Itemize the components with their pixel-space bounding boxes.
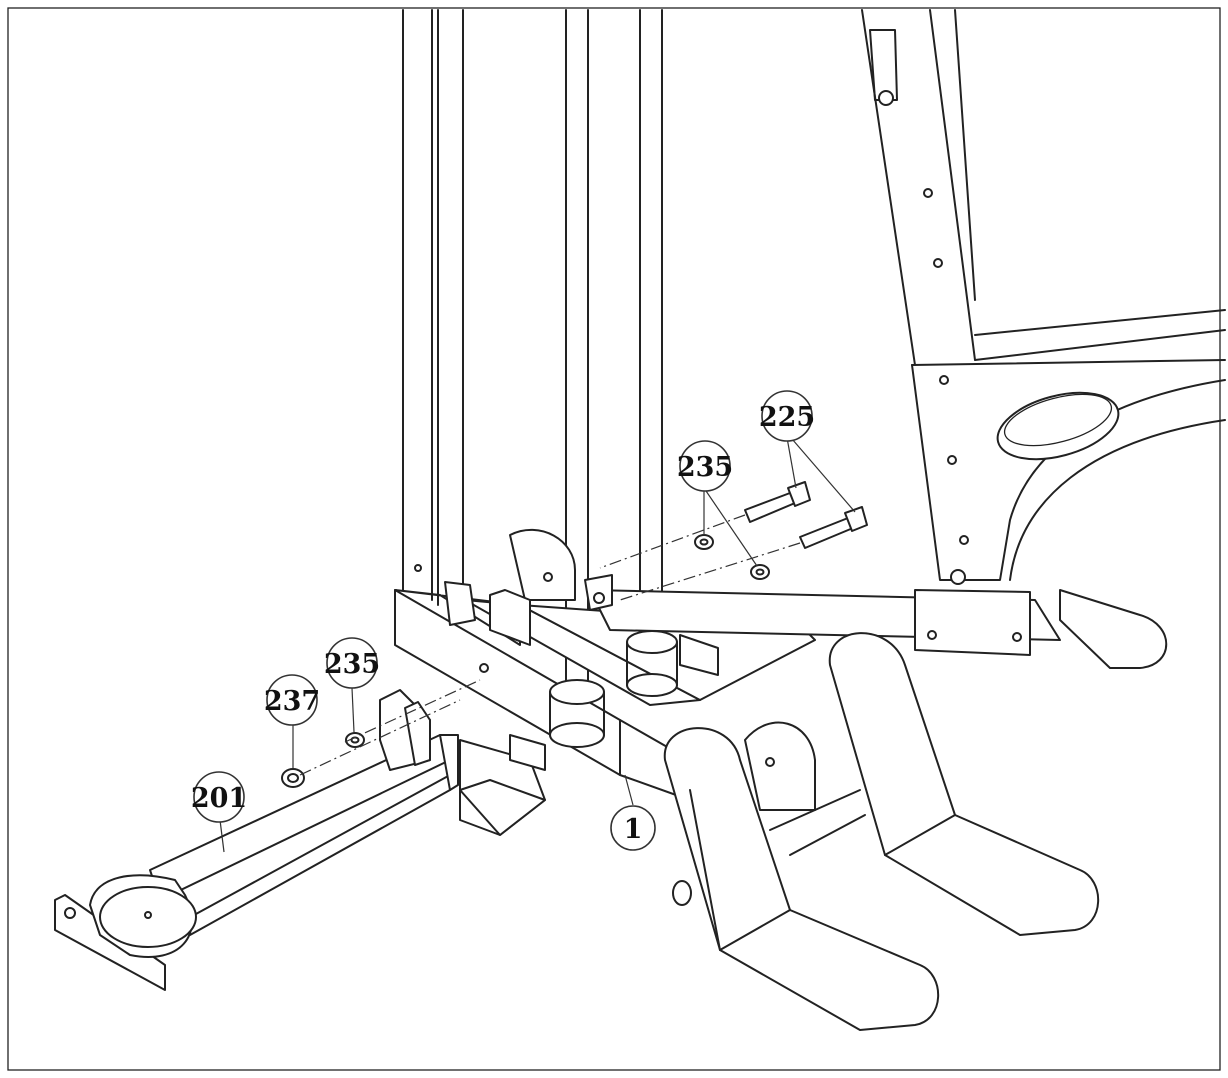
leader-lines — [219, 431, 856, 853]
svg-text:225: 225 — [759, 402, 815, 433]
vertical-columns — [402, 9, 663, 691]
callout-235-upper: 235 — [677, 440, 733, 492]
svg-text:201: 201 — [191, 783, 247, 814]
svg-text:1: 1 — [624, 814, 643, 845]
callout-225: 225 — [759, 390, 815, 442]
callout-201: 201 — [191, 771, 247, 823]
callout-237: 237 — [264, 674, 320, 726]
callout-235-lower: 235 — [324, 637, 380, 689]
foot-pedals — [663, 632, 1100, 1031]
assembly-paths — [299, 514, 801, 776]
svg-text:237: 237 — [264, 686, 320, 717]
rear-upright-frame — [861, 9, 1226, 585]
front-arm-part-201 — [54, 689, 459, 991]
svg-text:235: 235 — [324, 649, 380, 680]
main-frame-part-1 — [394, 529, 1168, 836]
svg-text:235: 235 — [677, 452, 733, 483]
drawing-border — [7, 7, 1221, 1071]
callout-1: 1 — [610, 805, 656, 851]
bolts-part-225 — [744, 481, 868, 549]
nut-part-237 — [281, 768, 305, 788]
